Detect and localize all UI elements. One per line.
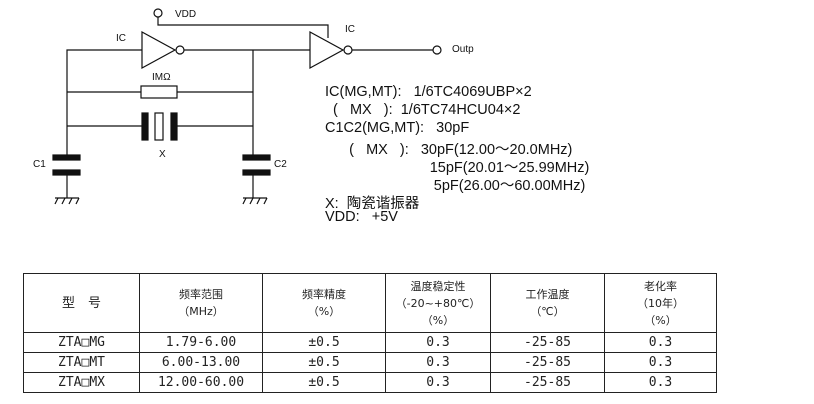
table-cell: ZTA□MX xyxy=(23,372,140,393)
spec-line: IC(MG,MT): 1/6TC4069UBP×2 xyxy=(325,84,532,100)
inverter-ic2 xyxy=(309,30,345,70)
header-line: （MHz） xyxy=(178,305,224,318)
table-cell: 0.3 xyxy=(385,352,491,373)
output-terminal xyxy=(432,45,442,55)
table-cell: ZTA□MT xyxy=(23,352,140,373)
spec-line: ( MX ): 30pF(12.00～20.0MHz) xyxy=(325,142,573,158)
header-line: （%） xyxy=(307,305,341,318)
header-line: （-20~+80℃） xyxy=(395,296,481,310)
spec-line: VDD: +5V xyxy=(325,209,398,225)
capacitor-c2 xyxy=(242,154,271,161)
ic2-label: IC xyxy=(345,24,355,35)
header-line: （10年） xyxy=(637,296,684,310)
header-line: 型 号 xyxy=(61,295,101,311)
header-line: 工作温度 xyxy=(525,288,570,301)
table-cell: 0.3 xyxy=(385,372,491,393)
table-cell: 0.3 xyxy=(604,372,717,393)
spec-line: 5pF(26.00～60.00MHz) xyxy=(325,178,586,194)
resistor-label: IMΩ xyxy=(152,72,171,83)
resistor xyxy=(140,85,178,99)
header-line: 温度稳定性 xyxy=(410,279,466,293)
table-cell: 0.3 xyxy=(604,332,717,353)
column-header: 频率精度 （%） xyxy=(262,273,386,333)
header-line: （℃） xyxy=(530,305,565,318)
header-row: 型 号 频率范围 （MHz） 频率精度 （%） 温度稳定性 （-20~+80℃） （%） 工作温… xyxy=(23,273,717,333)
spec-line: C1C2(MG,MT): 30pF xyxy=(325,120,470,136)
table-cell: 12.00-60.00 xyxy=(139,372,263,393)
c1-label: C1 xyxy=(33,159,46,170)
column-header: 老化率 （10年） （%） xyxy=(604,273,717,333)
column-header: 频率范围 （MHz） xyxy=(139,273,263,333)
table-cell: ±0.5 xyxy=(262,332,386,353)
table-cell: -25-85 xyxy=(490,352,605,373)
spec-table: 型 号 频率范围 （MHz） 频率精度 （%） 温度稳定性 （-20~+80℃） （%） 工作温… xyxy=(23,273,717,393)
header-line: （%） xyxy=(421,313,455,327)
oscillator-circuit-diagram: VDD IC IC Outp IMΩ X C1 C2 xyxy=(33,8,474,205)
header-line: 老化率 xyxy=(644,279,677,293)
output-label: Outp xyxy=(452,44,474,55)
crystal-label: X xyxy=(159,149,166,160)
table-cell: 0.3 xyxy=(385,332,491,353)
table-cell: -25-85 xyxy=(490,372,605,393)
table-cell: 6.00-13.00 xyxy=(139,352,263,373)
table-cell: ±0.5 xyxy=(262,372,386,393)
vdd-label: VDD xyxy=(175,9,196,20)
table-cell: ZTA□MG xyxy=(23,332,140,353)
table-cell: 1.79-6.00 xyxy=(139,332,263,353)
column-header: 温度稳定性 （-20~+80℃） （%） xyxy=(385,273,491,333)
table-cell: ±0.5 xyxy=(262,352,386,373)
crystal xyxy=(141,112,149,141)
spec-line: 15pF(20.01～25.99MHz) xyxy=(325,160,590,176)
spec-line: ( MX ): 1/6TC74HCU04×2 xyxy=(325,102,521,118)
header-line: 频率精度 xyxy=(302,288,346,301)
header-line: 频率范围 xyxy=(179,288,223,301)
capacitor-c1 xyxy=(52,154,81,161)
header-line: （%） xyxy=(644,313,677,327)
ic1-label: IC xyxy=(116,33,126,44)
table-cell: -25-85 xyxy=(490,332,605,353)
c2-label: C2 xyxy=(274,159,287,170)
column-header: 工作温度 （℃） xyxy=(490,273,605,333)
spec-line: X: 陶瓷谐振器 xyxy=(325,196,420,212)
column-header: 型 号 xyxy=(23,273,140,333)
vdd-terminal xyxy=(153,8,163,18)
table-cell: 0.3 xyxy=(604,352,717,373)
inverter-ic1 xyxy=(141,30,177,70)
